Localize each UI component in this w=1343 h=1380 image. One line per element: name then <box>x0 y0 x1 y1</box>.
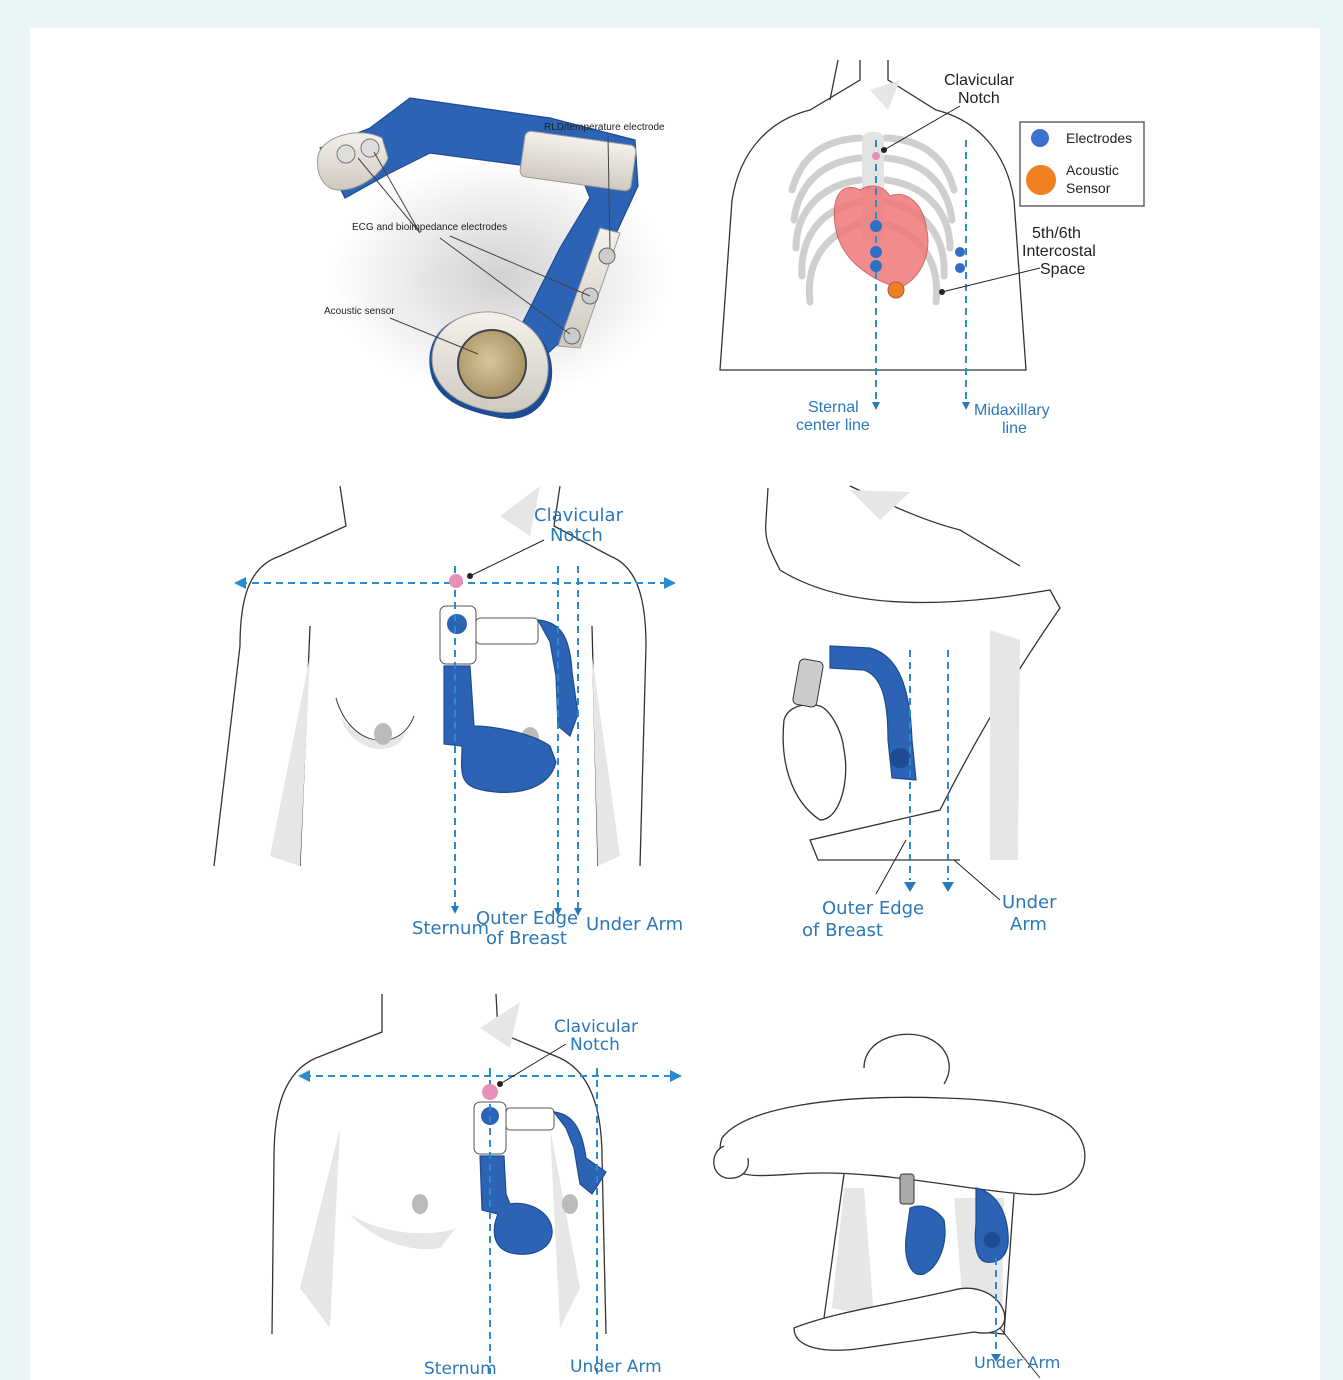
device-button-icon <box>984 1232 1000 1248</box>
leader-dot <box>497 1081 503 1087</box>
device-strap-band <box>476 618 538 644</box>
device-body <box>444 666 556 792</box>
shoulder-shadow <box>850 490 910 520</box>
nipple-right <box>562 1194 578 1214</box>
legend-acoustic-icon <box>1026 165 1056 195</box>
arrow-down-icon <box>904 882 916 892</box>
rld-electrode-icon <box>599 248 615 264</box>
label-ecg-electrodes: ECG and bioimpedance electrodes <box>352 222 507 233</box>
under-arm-label-2: Arm <box>1010 914 1047 935</box>
clavicular-notch-label-1: Clavicular <box>944 72 1015 89</box>
under-arm-label-1: Under <box>1002 892 1057 913</box>
under-arm-label: Under Arm <box>570 1357 662 1377</box>
arrow-down-icon <box>451 906 459 914</box>
leader-dot <box>939 289 945 295</box>
legend-acoustic-1: Acoustic <box>1066 162 1119 178</box>
outer-edge-label-2: of Breast <box>802 920 883 941</box>
sternal-line-label-1: Sternal <box>808 399 859 416</box>
leader-dot <box>881 147 887 153</box>
sternum-label: Sternum <box>424 1359 497 1379</box>
intercostal-label-3: Space <box>1040 261 1085 278</box>
intercostal-label-2: Intercostal <box>1022 243 1096 260</box>
arrow-left-icon <box>234 577 246 589</box>
female-side-panel: Outer Edge Under <box>760 480 1100 920</box>
arrow-right-icon <box>664 577 676 589</box>
ecg-electrode-icon <box>361 139 379 157</box>
clavicular-notch-label-2: Notch <box>958 90 1000 107</box>
male-side-label: Under Arm <box>970 1346 1090 1376</box>
device-button-icon <box>890 748 910 768</box>
arrow-down-icon <box>962 402 970 410</box>
arrow-right-icon <box>670 1070 682 1082</box>
arrow-down-icon <box>872 402 880 410</box>
legend-acoustic-2: Sensor <box>1066 180 1111 196</box>
clavicular-notch-label-2: Notch <box>570 1035 620 1055</box>
male-front-bottom-labels: Sternum Under Arm <box>410 1348 710 1378</box>
leader-dot <box>467 573 473 579</box>
electrode-marker <box>955 247 965 257</box>
sternal-line-label-2: center line <box>796 417 870 434</box>
outer-edge-label-1: Outer Edge <box>476 908 578 929</box>
female-side-labels-lower: of Breast Arm <box>790 916 1090 946</box>
female-front-outer-edge-label: Outer Edge of Breast <box>470 900 590 950</box>
male-side-panel <box>714 1028 1094 1378</box>
clavicular-notch-label-1: Clavicular <box>554 1017 638 1037</box>
female-front-panel: Clavicular Notch Sternum Under Arm <box>200 476 660 946</box>
acoustic-marker <box>888 282 904 298</box>
intercostal-label-1: 5th/6th <box>1032 225 1081 242</box>
back-shadow <box>990 630 1020 860</box>
label-rld-electrode: RLD/temperature electrode <box>544 122 665 133</box>
electrode-marker <box>870 220 882 232</box>
under-arm-label: Under Arm <box>586 914 683 935</box>
legend-electrode-icon <box>1031 129 1049 147</box>
male-front-panel: Clavicular Notch <box>260 988 660 1378</box>
leader-line <box>954 860 1000 900</box>
notch-marker <box>449 574 463 588</box>
electrode-marker <box>870 246 882 258</box>
device-strap-band <box>506 1108 554 1130</box>
clavicular-notch-label-2: Notch <box>550 525 603 546</box>
device-photo-panel: RLD/temperature electrode ECG and bioimp… <box>300 78 680 438</box>
side-shadow <box>270 656 310 866</box>
notch-marker <box>482 1084 498 1100</box>
arrow-down-icon <box>942 882 954 892</box>
figure-sheet: RLD/temperature electrode ECG and bioimp… <box>30 28 1320 1380</box>
electrode-marker <box>955 263 965 273</box>
midaxillary-label-2: line <box>1002 420 1027 437</box>
under-arm-label: Under Arm <box>974 1353 1060 1372</box>
acoustic-sensor-icon <box>458 330 526 398</box>
clavicular-notch-label-1: Clavicular <box>534 505 624 526</box>
label-acoustic-sensor: Acoustic sensor <box>324 306 395 317</box>
nipple-left <box>412 1194 428 1214</box>
ecg-electrode-icon <box>564 328 580 344</box>
notch-marker <box>872 152 880 160</box>
device-button-icon <box>447 614 467 634</box>
device-module <box>900 1174 914 1204</box>
chest-shadow <box>350 1214 456 1249</box>
device-module <box>792 658 824 707</box>
nipple-left <box>374 723 392 745</box>
electrode-marker <box>870 260 882 272</box>
legend-electrodes: Electrodes <box>1066 130 1132 146</box>
ecg-electrode-icon <box>337 145 355 163</box>
hand-icon <box>783 705 846 820</box>
leader-line <box>470 540 544 576</box>
midaxillary-label-1: Midaxillary <box>974 402 1050 419</box>
leader-line <box>876 840 906 894</box>
head-outline <box>864 1034 949 1084</box>
outer-edge-label-2: of Breast <box>486 928 567 949</box>
anatomy-panel: Clavicular Notch Electrodes Acoustic Sen… <box>710 40 1150 430</box>
